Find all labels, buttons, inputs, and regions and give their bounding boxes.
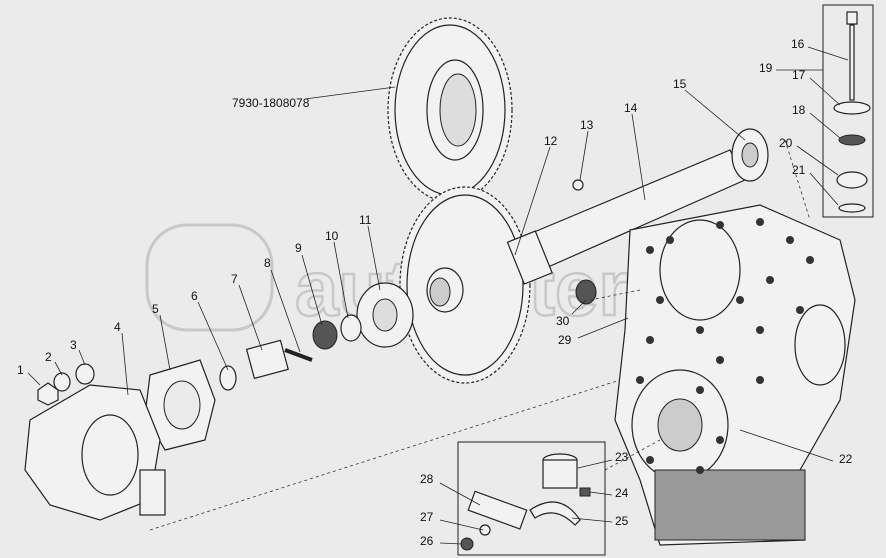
- bolt: [646, 246, 654, 254]
- bolt: [766, 276, 774, 284]
- bolt: [696, 326, 704, 334]
- callout-20: 20: [779, 136, 793, 150]
- callout-13: 13: [580, 118, 594, 132]
- bolt: [646, 456, 654, 464]
- callout-19: 19: [759, 61, 773, 75]
- callout-8: 8: [264, 256, 271, 270]
- bolt: [756, 218, 764, 226]
- callout-21: 21: [792, 163, 806, 177]
- large-gear: [387, 17, 513, 203]
- callout-15: 15: [673, 77, 687, 91]
- callout-11: 11: [359, 213, 372, 227]
- callout-23: 23: [615, 450, 629, 464]
- bolt: [716, 436, 724, 444]
- engine-block: [614, 204, 856, 546]
- callout-3: 3: [70, 338, 77, 352]
- bolt: [716, 356, 724, 364]
- bolt: [796, 306, 804, 314]
- bolt: [666, 236, 674, 244]
- bolt: [786, 236, 794, 244]
- oil-pump: [24, 363, 166, 521]
- callout-22: 22: [839, 452, 853, 466]
- callout-14: 14: [624, 101, 638, 115]
- bolt: [646, 336, 654, 344]
- callout-30: 30: [556, 314, 570, 328]
- bolt: [756, 376, 764, 384]
- callout-12: 12: [544, 134, 558, 148]
- bolt: [656, 296, 664, 304]
- bolt: [736, 296, 744, 304]
- callout-26: 26: [420, 534, 434, 548]
- pump-parts: [144, 339, 313, 451]
- callout-7: 7: [231, 272, 238, 286]
- callout-10: 10: [325, 229, 339, 243]
- callout-18: 18: [792, 103, 806, 117]
- callout-27: 27: [420, 510, 434, 524]
- bolt: [806, 256, 814, 264]
- callout-5: 5: [152, 302, 159, 316]
- callout-16: 16: [791, 37, 805, 51]
- alignment-lines: [149, 139, 811, 531]
- callout-6: 6: [191, 289, 198, 303]
- bolt: [696, 466, 704, 474]
- callout-labels: 7930-1808078 1 2 3 4 5 6 7 8 9 10 11 12 …: [17, 37, 853, 548]
- bolt: [696, 386, 704, 394]
- bolt: [716, 221, 724, 229]
- bolt: [636, 376, 644, 384]
- callout-28: 28: [420, 472, 434, 486]
- assembly-label: 7930-1808078: [232, 96, 310, 110]
- callout-1: 1: [17, 363, 24, 377]
- callout-29: 29: [558, 333, 572, 347]
- shaft: [506, 128, 769, 285]
- callout-9: 9: [295, 241, 302, 255]
- leader-lines: [27, 46, 849, 545]
- stud-assembly: [822, 4, 874, 218]
- clamp-assembly: [457, 441, 606, 556]
- callout-17: 17: [792, 68, 806, 82]
- callout-24: 24: [615, 486, 629, 500]
- callout-4: 4: [114, 320, 121, 334]
- bearing: [312, 279, 597, 350]
- callout-2: 2: [45, 350, 52, 364]
- callout-25: 25: [615, 514, 629, 528]
- drive-gear: [399, 186, 531, 384]
- bolt: [756, 326, 764, 334]
